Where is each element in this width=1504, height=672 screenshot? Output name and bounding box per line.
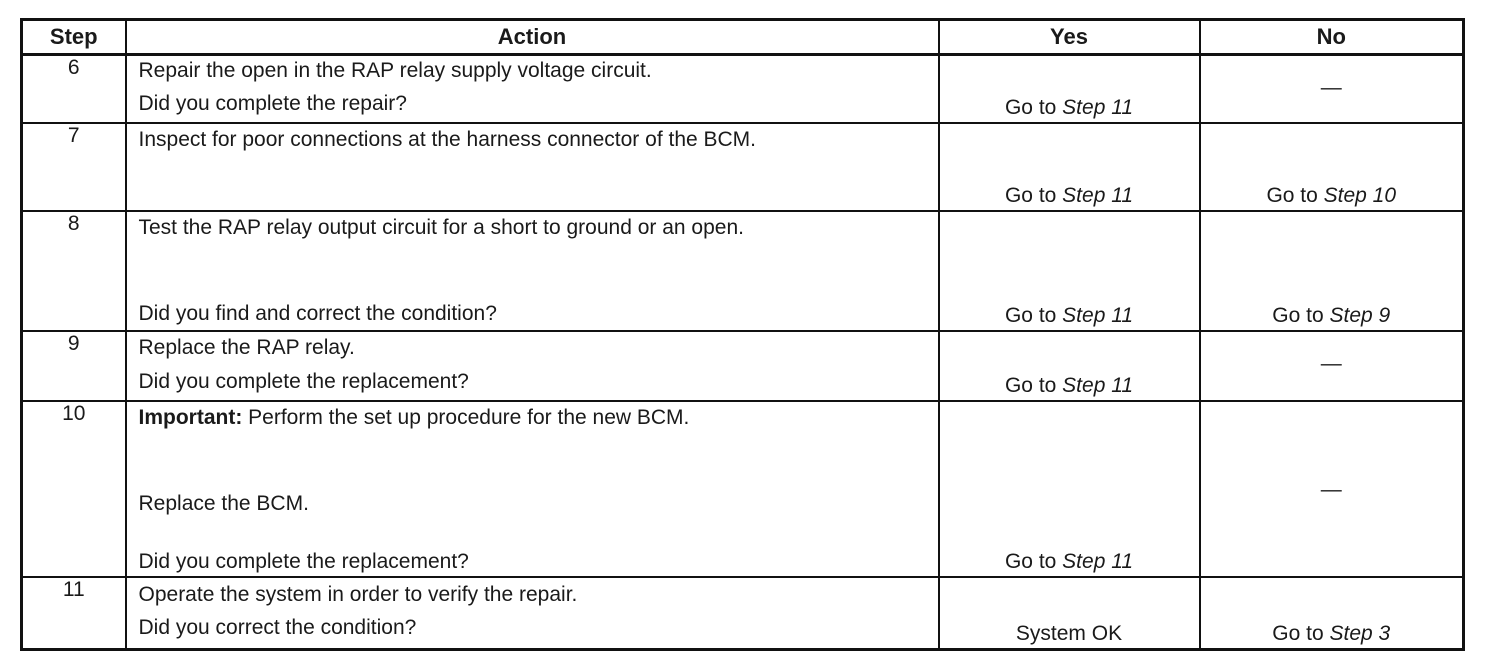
- step-number: 6: [20, 53, 127, 124]
- action-cell: Replace the RAP relay. Did you complete …: [124, 330, 940, 402]
- action-question: Did you complete the replacement?: [138, 370, 469, 393]
- yes-cell: Go to Step 11: [937, 210, 1201, 332]
- action-cell: Operate the system in order to verify th…: [124, 576, 940, 651]
- step-number: 7: [20, 122, 127, 212]
- action-cell: Important: Perform the set up procedure …: [124, 400, 940, 578]
- no-result: Go to Step 9: [1272, 304, 1391, 327]
- table-row: 6 Repair the open in the RAP relay suppl…: [20, 53, 1465, 124]
- yes-result: System OK: [1015, 622, 1123, 645]
- action-question: Did you find and correct the condition?: [138, 302, 497, 325]
- step-number: 11: [20, 576, 127, 651]
- action-text: Test the RAP relay output circuit for a …: [138, 216, 744, 239]
- step-number: 9: [20, 330, 127, 402]
- table-row: 7 Inspect for poor connections at the ha…: [20, 122, 1465, 212]
- action-cell: Test the RAP relay output circuit for a …: [124, 210, 940, 332]
- no-result: Go to Step 3: [1272, 622, 1391, 645]
- no-cell: —: [1198, 330, 1465, 402]
- step-reference: Step 9: [1329, 304, 1391, 327]
- yes-result: Go to Step 11: [1004, 304, 1134, 327]
- action-text: Replace the RAP relay.: [138, 336, 355, 359]
- yes-column-header: Yes: [937, 18, 1201, 56]
- table-row: 8 Test the RAP relay output circuit for …: [20, 210, 1465, 332]
- step-reference: Step 11: [1062, 374, 1134, 397]
- important-label: Important:: [138, 406, 243, 429]
- step-reference: Step 11: [1062, 304, 1134, 327]
- step-reference: Step 11: [1062, 550, 1134, 573]
- no-cell: —: [1198, 400, 1465, 578]
- action-text: Operate the system in order to verify th…: [138, 583, 578, 606]
- action-cell: Repair the open in the RAP relay supply …: [124, 53, 940, 124]
- action-text: Replace the BCM.: [138, 492, 309, 515]
- table-row: 9 Replace the RAP relay. Did you complet…: [20, 330, 1465, 402]
- step-reference: Step 10: [1323, 184, 1397, 207]
- table-row: 10 Important: Perform the set up procedu…: [20, 400, 1465, 578]
- yes-result: Go to Step 11: [1004, 96, 1134, 119]
- no-cell: Go to Step 10: [1198, 122, 1465, 212]
- yes-cell: System OK: [937, 576, 1201, 651]
- action-question: Did you complete the replacement?: [138, 550, 469, 573]
- step-reference: Step 3: [1329, 622, 1391, 645]
- action-cell: Inspect for poor connections at the harn…: [124, 122, 940, 212]
- table-header-row: Step Action Yes No: [20, 18, 1465, 56]
- diagnostic-document: Step Action Yes No 6 Repair the open in …: [20, 18, 1465, 651]
- action-text: Inspect for poor connections at the harn…: [138, 128, 757, 151]
- action-text: Repair the open in the RAP relay supply …: [138, 59, 652, 82]
- action-question: Did you correct the condition?: [138, 616, 417, 639]
- yes-result: Go to Step 11: [1004, 374, 1134, 397]
- no-result: Go to Step 10: [1266, 184, 1397, 207]
- no-result-dash: —: [1320, 76, 1342, 99]
- step-reference: Step 11: [1062, 96, 1134, 119]
- step-number: 10: [20, 400, 127, 578]
- no-cell: Go to Step 3: [1198, 576, 1465, 651]
- important-text: Perform the set up procedure for the new…: [242, 406, 690, 429]
- no-cell: —: [1198, 53, 1465, 124]
- yes-cell: Go to Step 11: [937, 53, 1201, 124]
- table-row: 11 Operate the system in order to verify…: [20, 576, 1465, 651]
- action-column-header: Action: [124, 18, 940, 56]
- important-note: Important: Perform the set up procedure …: [139, 406, 690, 430]
- yes-cell: Go to Step 11: [937, 400, 1201, 578]
- diagnostic-table: Step Action Yes No 6 Repair the open in …: [20, 18, 1465, 651]
- step-reference: Step 11: [1062, 184, 1134, 207]
- yes-result: Go to Step 11: [1004, 184, 1134, 207]
- no-result-dash: —: [1320, 352, 1342, 375]
- yes-result: Go to Step 11: [1004, 550, 1134, 573]
- step-number: 8: [20, 210, 127, 332]
- no-cell: Go to Step 9: [1198, 210, 1465, 332]
- no-result-dash: —: [1320, 478, 1342, 501]
- action-question: Did you complete the repair?: [138, 92, 407, 115]
- step-column-header: Step: [20, 18, 127, 56]
- yes-cell: Go to Step 11: [937, 330, 1201, 402]
- yes-cell: Go to Step 11: [937, 122, 1201, 212]
- no-column-header: No: [1198, 18, 1465, 56]
